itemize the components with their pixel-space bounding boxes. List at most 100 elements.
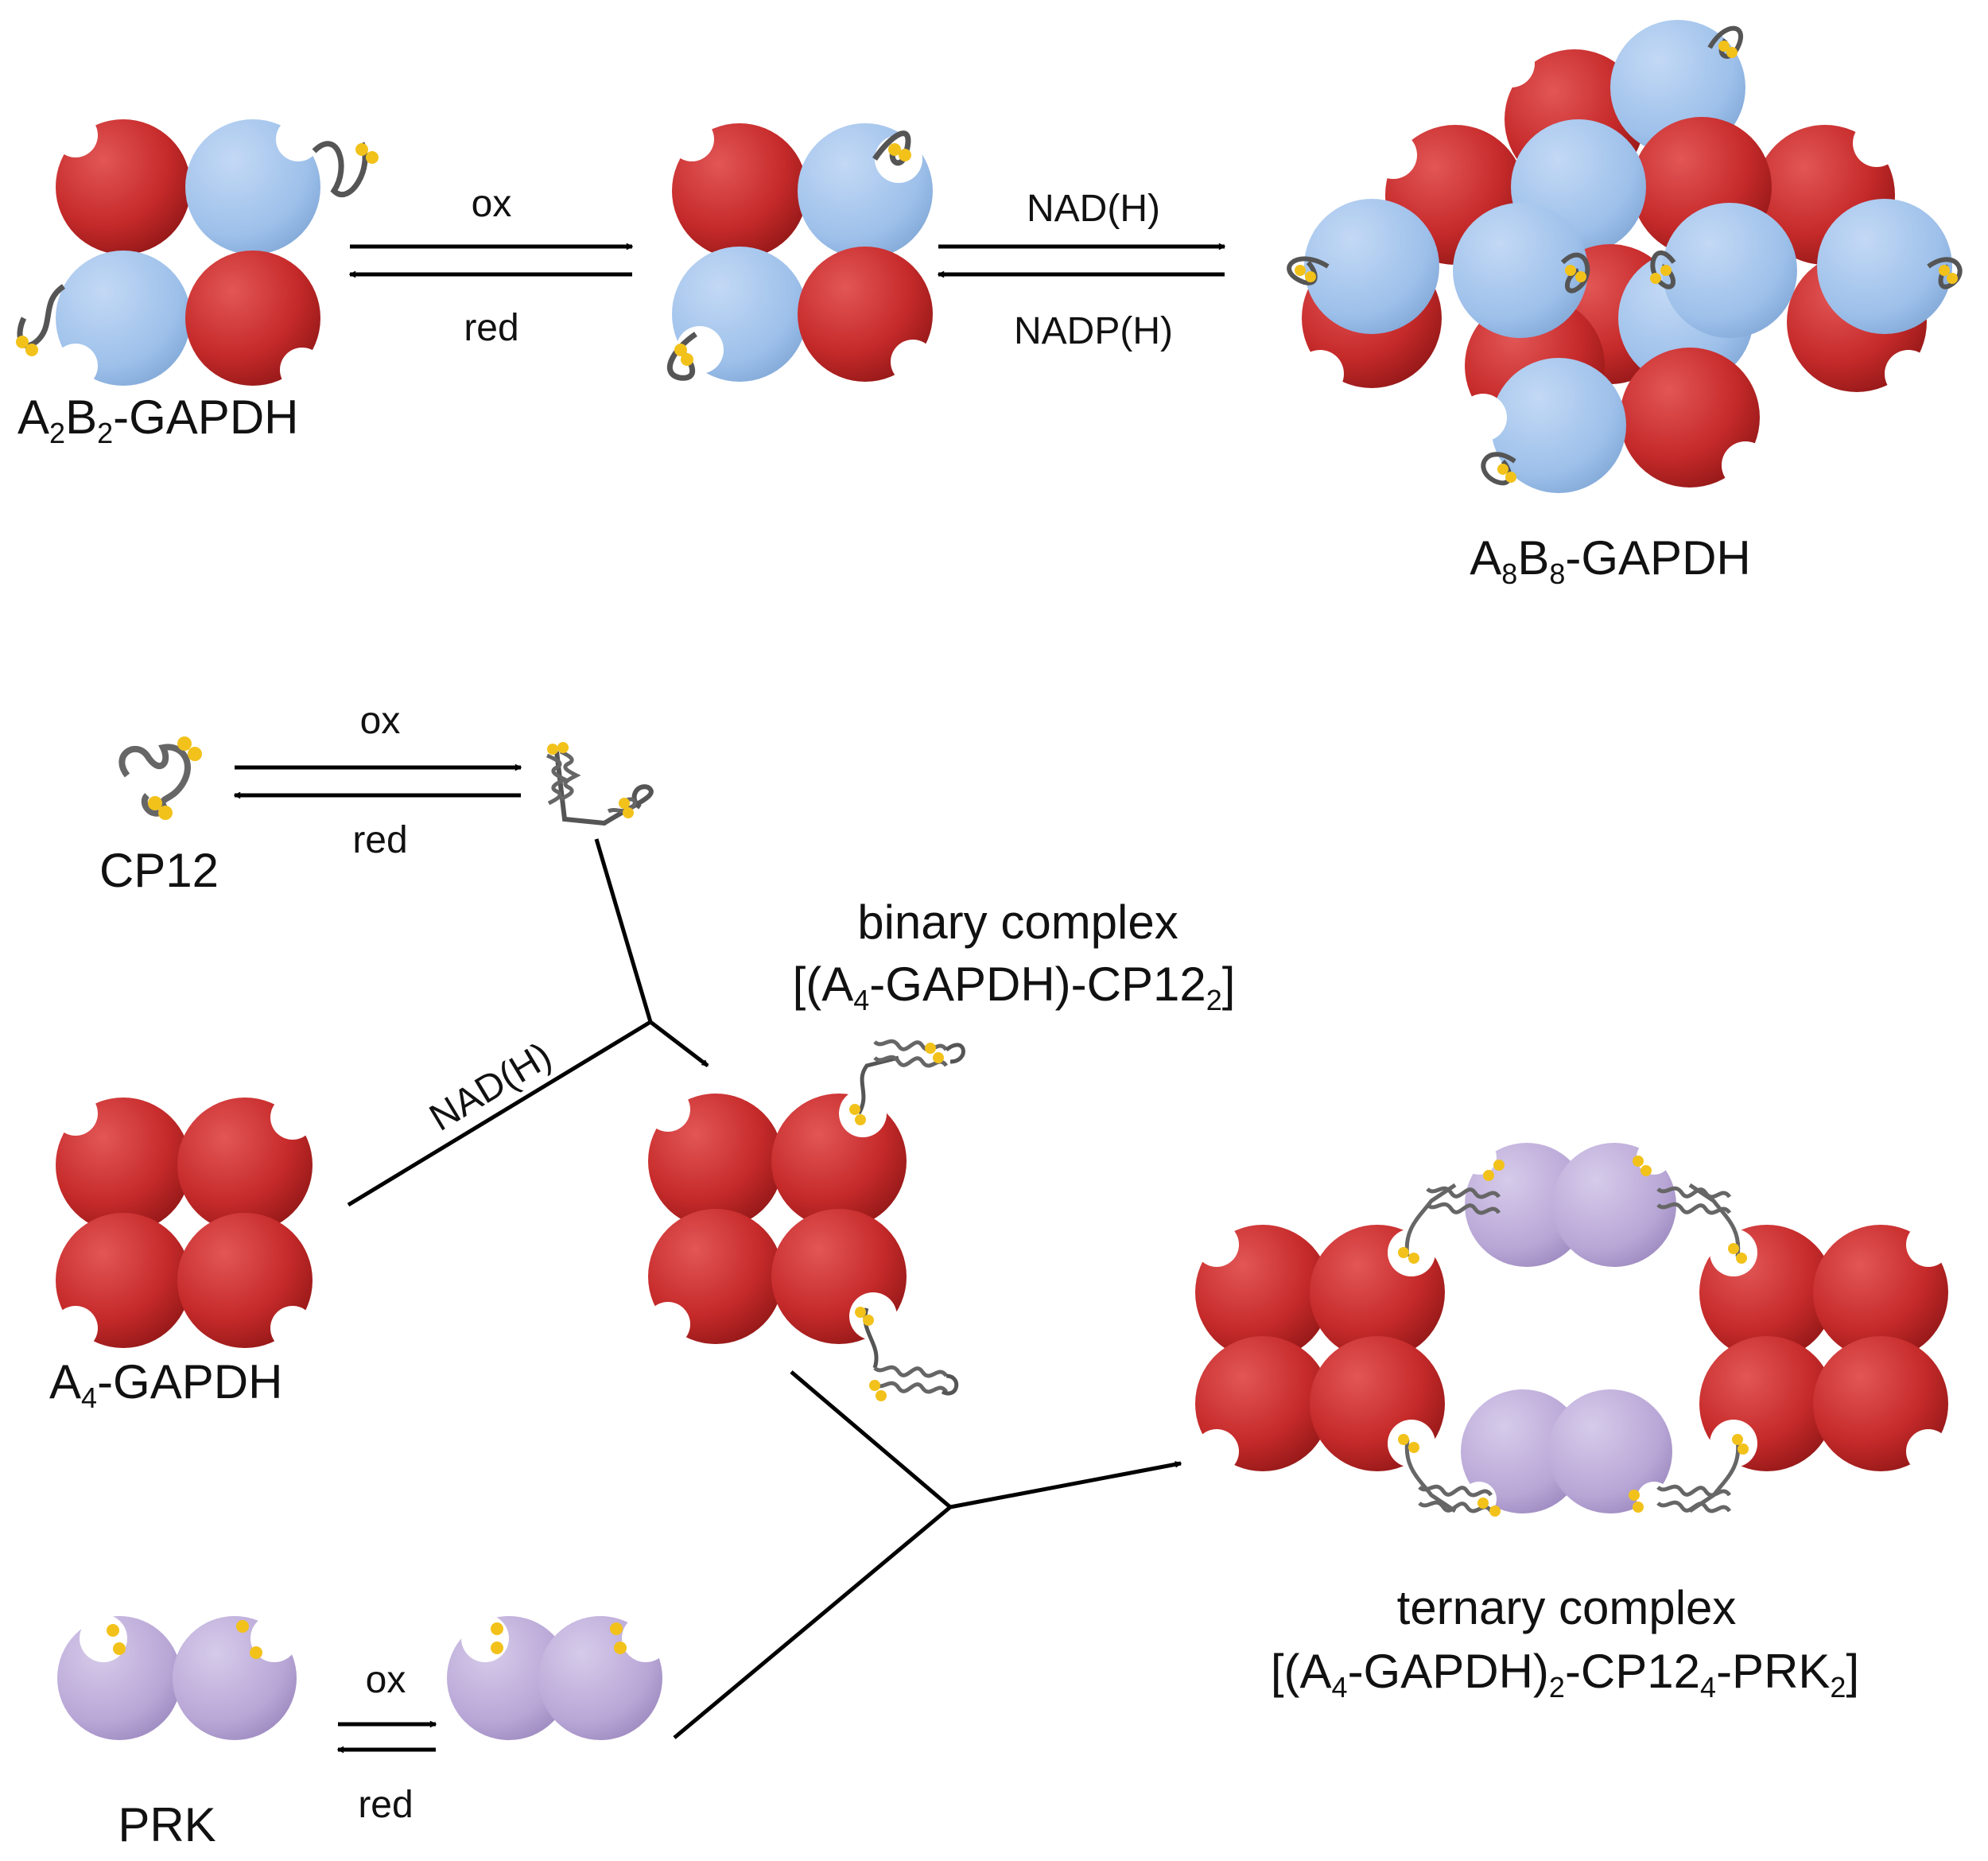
eq1-forward-label: ox [472,183,512,225]
equilibrium-ox-red [350,247,632,274]
a2b2-gapdh-label: A2B2-GAPDH [17,390,298,449]
cp12-loop [1481,452,1516,486]
cysteine [113,1642,126,1655]
active-site-notch [1906,1222,1951,1267]
cysteine [619,798,630,809]
cysteine [899,149,911,161]
ternary-output-arrow [949,1463,1181,1509]
cysteine [547,744,558,755]
cp12-label: CP12 [99,844,219,897]
cysteine [366,151,379,164]
active-site-notch [1710,1420,1757,1467]
cysteine [158,806,173,820]
cysteine [614,1641,627,1654]
active-site-notch [461,1614,509,1662]
cp12-tail [17,284,66,349]
active-site-notch [1487,40,1535,87]
prk-oxidized-dimer [447,1614,670,1740]
cp12-loop [945,1043,965,1064]
subunit-a [185,251,320,386]
active-site-notch [1637,1482,1672,1517]
active-site-notch [280,348,324,392]
cysteine [610,1622,623,1635]
prk-input-line [673,1506,952,1739]
a2b2-gapdh-tetramer [16,113,379,392]
cysteine [355,143,368,156]
cp12-loop [1560,252,1590,293]
active-site-notch [849,1292,897,1340]
ternary-assembly-arrows [673,1370,1181,1739]
a4-gapdh-label: A4-GAPDH [49,1355,282,1414]
active-site-notch [622,1614,670,1662]
subunit-b [1817,199,1952,334]
subunit-b [1453,203,1588,338]
cysteine [674,344,687,356]
cysteine [491,1641,503,1654]
active-site-notch [250,1614,298,1662]
active-site-notch [1388,1229,1435,1276]
a2b2-gapdh-oxidized [667,117,935,384]
eq1-reverse-label: red [464,307,518,349]
cp12-reverse-label: red [352,819,407,861]
prk-subunit [1465,1143,1589,1267]
subunit-a [672,123,807,258]
active-site-notch [1906,1429,1951,1474]
binary-formula: [(A4-GAPDH)-CP122] [793,958,1236,1016]
cp12-helix [546,753,569,806]
eq2-reverse-label: NADP(H) [1014,310,1173,352]
binary-input-line [790,1370,952,1509]
cp12-tail [312,141,368,197]
gapdh-input-line [347,1020,652,1207]
cysteine [623,807,634,818]
active-site-notch [80,1614,127,1662]
subunit-b [1304,199,1439,334]
a4-gapdh-tetramer [53,1091,315,1350]
active-site-notch [1194,1222,1239,1267]
cysteine [177,736,192,751]
subunit-a [648,1094,783,1229]
cp12-loop [1707,25,1744,59]
cysteine [491,1622,503,1635]
nadh-cofactor-label: NAD(H) [422,1035,558,1140]
active-site-notch [646,1087,690,1132]
active-site-notch [1296,350,1344,398]
a8b8-gapdh-label: A8B8-GAPDH [1470,531,1750,590]
active-site-notch [1459,394,1507,441]
active-site-notch [1194,1429,1239,1474]
subunit-a [1620,348,1760,488]
active-site-notch [276,117,320,161]
active-site-notch [53,1091,98,1136]
active-site-notch [875,135,922,183]
cysteine [236,1620,249,1633]
prk-reduced-dimer [57,1614,298,1740]
subunit-b [1662,203,1797,338]
subunit-a [56,1098,191,1233]
active-site-notch [1885,350,1932,398]
ternary-formula: [(A4-GAPDH)2-CP124-PRK2] [1271,1645,1859,1704]
binary-title: binary complex [857,896,1178,949]
cysteine [888,143,901,156]
active-site-notch [670,117,714,161]
cysteine [16,336,29,348]
subunit-a [56,119,191,254]
a8b8-gapdh-oligomer [1287,20,1963,493]
active-site-notch [53,1306,98,1350]
binary-complex [646,1039,965,1401]
active-site-notch [891,340,935,384]
cysteine [25,344,38,356]
cp12-loop [1650,250,1676,289]
cp12-reduced [118,736,202,820]
prk-subunit [1461,1389,1585,1513]
cp12-helix [873,1055,949,1068]
active-site-notch [1369,131,1417,179]
prk-reverse-label: red [358,1784,413,1826]
active-site-notch [270,1095,315,1140]
prk-label: PRK [118,1798,215,1851]
equilibrium-nad-nadp [938,247,1225,274]
cp12-oxidized [546,742,654,826]
cp12-helix [559,749,581,802]
active-site-notch [1722,441,1769,489]
cp12-chain [863,1307,879,1369]
eq2-forward-label: NAD(H) [1027,188,1160,230]
ternary-title: ternary complex [1397,1581,1737,1634]
